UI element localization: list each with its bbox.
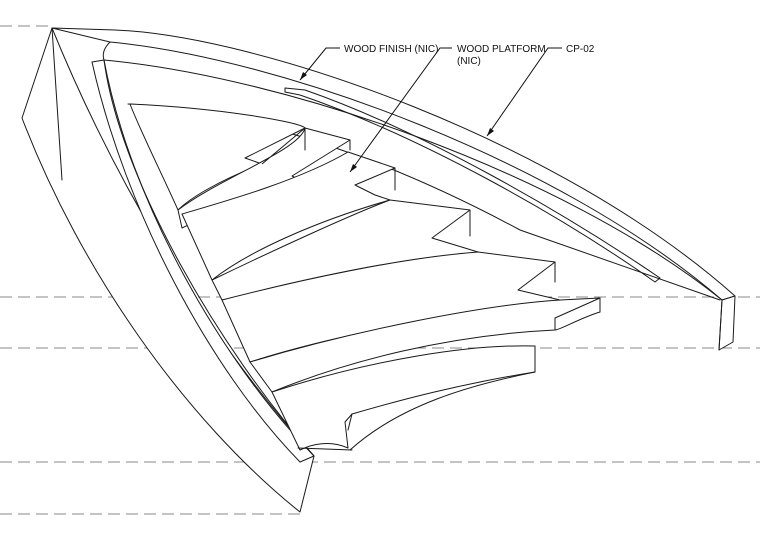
curved-wall	[21, 27, 736, 513]
callout-cp02: CP-02	[566, 44, 595, 55]
arrow-head	[350, 164, 357, 172]
callout-wood-finish: WOOD FINISH (NIC)	[344, 44, 438, 55]
arrow-head	[487, 128, 494, 136]
callout-wood-platform-line2: (NIC)	[457, 56, 481, 67]
callout-wood-platform-line1: WOOD PLATFORM	[457, 44, 546, 55]
leaders	[299, 47, 562, 173]
arrow-head	[300, 72, 307, 80]
stair-treads	[127, 103, 721, 451]
callout-labels: WOOD FINISH (NIC) WOOD PLATFORM (NIC) CP…	[344, 44, 595, 67]
wood-finish-strip	[284, 87, 661, 283]
